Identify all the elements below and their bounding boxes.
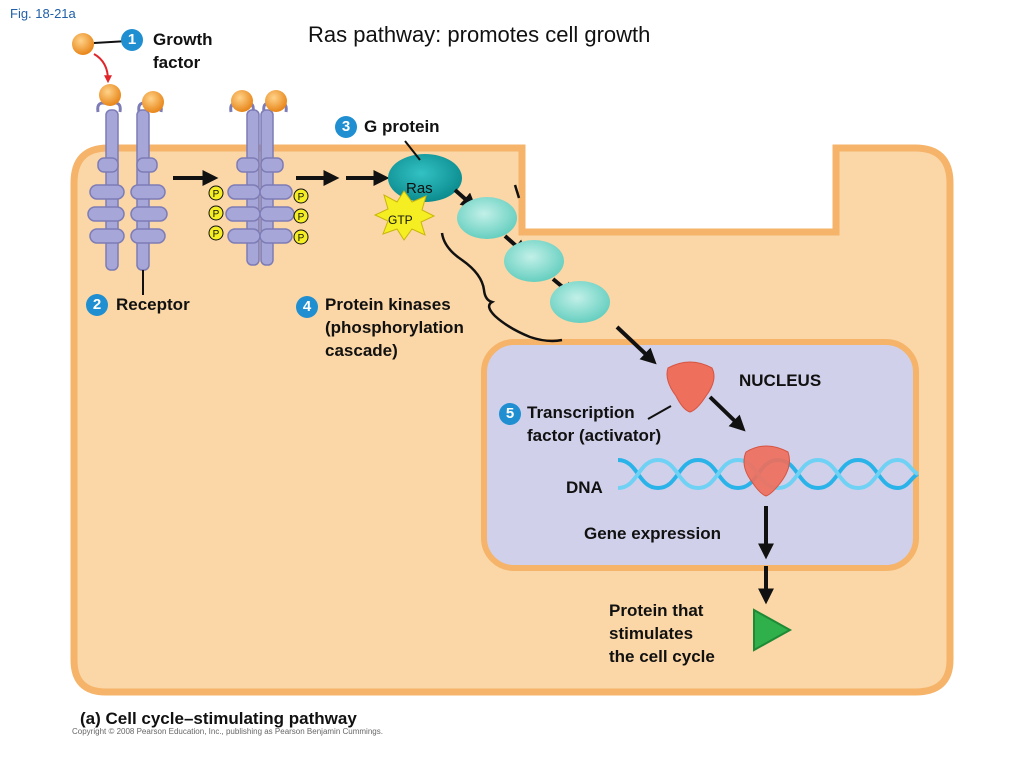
dna-label: DNA bbox=[566, 478, 603, 497]
growth-factor-free bbox=[72, 33, 129, 84]
product-label-line3: the cell cycle bbox=[609, 647, 715, 666]
gtp-star bbox=[373, 190, 436, 241]
step-4-label-line2: (phosphorylation bbox=[325, 318, 464, 337]
figure-caption: (a) Cell cycle–stimulating pathway bbox=[80, 709, 357, 728]
step-2-label: Receptor bbox=[116, 295, 190, 314]
bound-transcription-factor bbox=[743, 445, 790, 497]
page-title: Ras pathway: promotes cell growth bbox=[308, 22, 651, 47]
kinase-2 bbox=[504, 240, 564, 282]
step-1-badge: 1 bbox=[121, 29, 143, 51]
step-5-label-line1: Transcription bbox=[527, 403, 635, 422]
ras-label: Ras bbox=[406, 180, 433, 197]
copyright-text: Copyright © 2008 Pearson Education, Inc.… bbox=[72, 727, 383, 736]
step-5-badge: 5 bbox=[499, 403, 521, 425]
step-3-badge: 3 bbox=[335, 116, 357, 138]
step-5-label-line2: factor (activator) bbox=[527, 426, 662, 445]
gene-expression-label: Gene expression bbox=[584, 524, 722, 543]
step-1-label-line2: factor bbox=[153, 53, 201, 72]
receptor-inactive bbox=[87, 101, 168, 271]
product-label-line1: Protein that bbox=[609, 601, 704, 620]
figure-label: Fig. 18-21a bbox=[10, 6, 76, 21]
nucleus bbox=[481, 339, 919, 571]
kinase-bracket bbox=[440, 232, 563, 343]
step-2-badge: 2 bbox=[86, 294, 108, 316]
receptor-active bbox=[225, 101, 295, 266]
gtp-label: GTP bbox=[388, 213, 413, 227]
product-label-line2: stimulates bbox=[609, 624, 694, 643]
ras-protein bbox=[388, 154, 462, 202]
product-protein bbox=[753, 608, 793, 652]
step-3-label: G protein bbox=[364, 117, 440, 136]
step-4-label-line3: cascade) bbox=[325, 341, 398, 360]
step-1-label-line1: Growth bbox=[153, 30, 213, 49]
step-4-badge: 4 bbox=[296, 296, 318, 318]
kinase-3 bbox=[550, 281, 610, 323]
nucleus-label: NUCLEUS bbox=[739, 371, 822, 390]
step-4-label-line1: Protein kinases bbox=[325, 295, 451, 314]
transcription-factor bbox=[666, 361, 715, 413]
kinase-1 bbox=[457, 197, 517, 239]
